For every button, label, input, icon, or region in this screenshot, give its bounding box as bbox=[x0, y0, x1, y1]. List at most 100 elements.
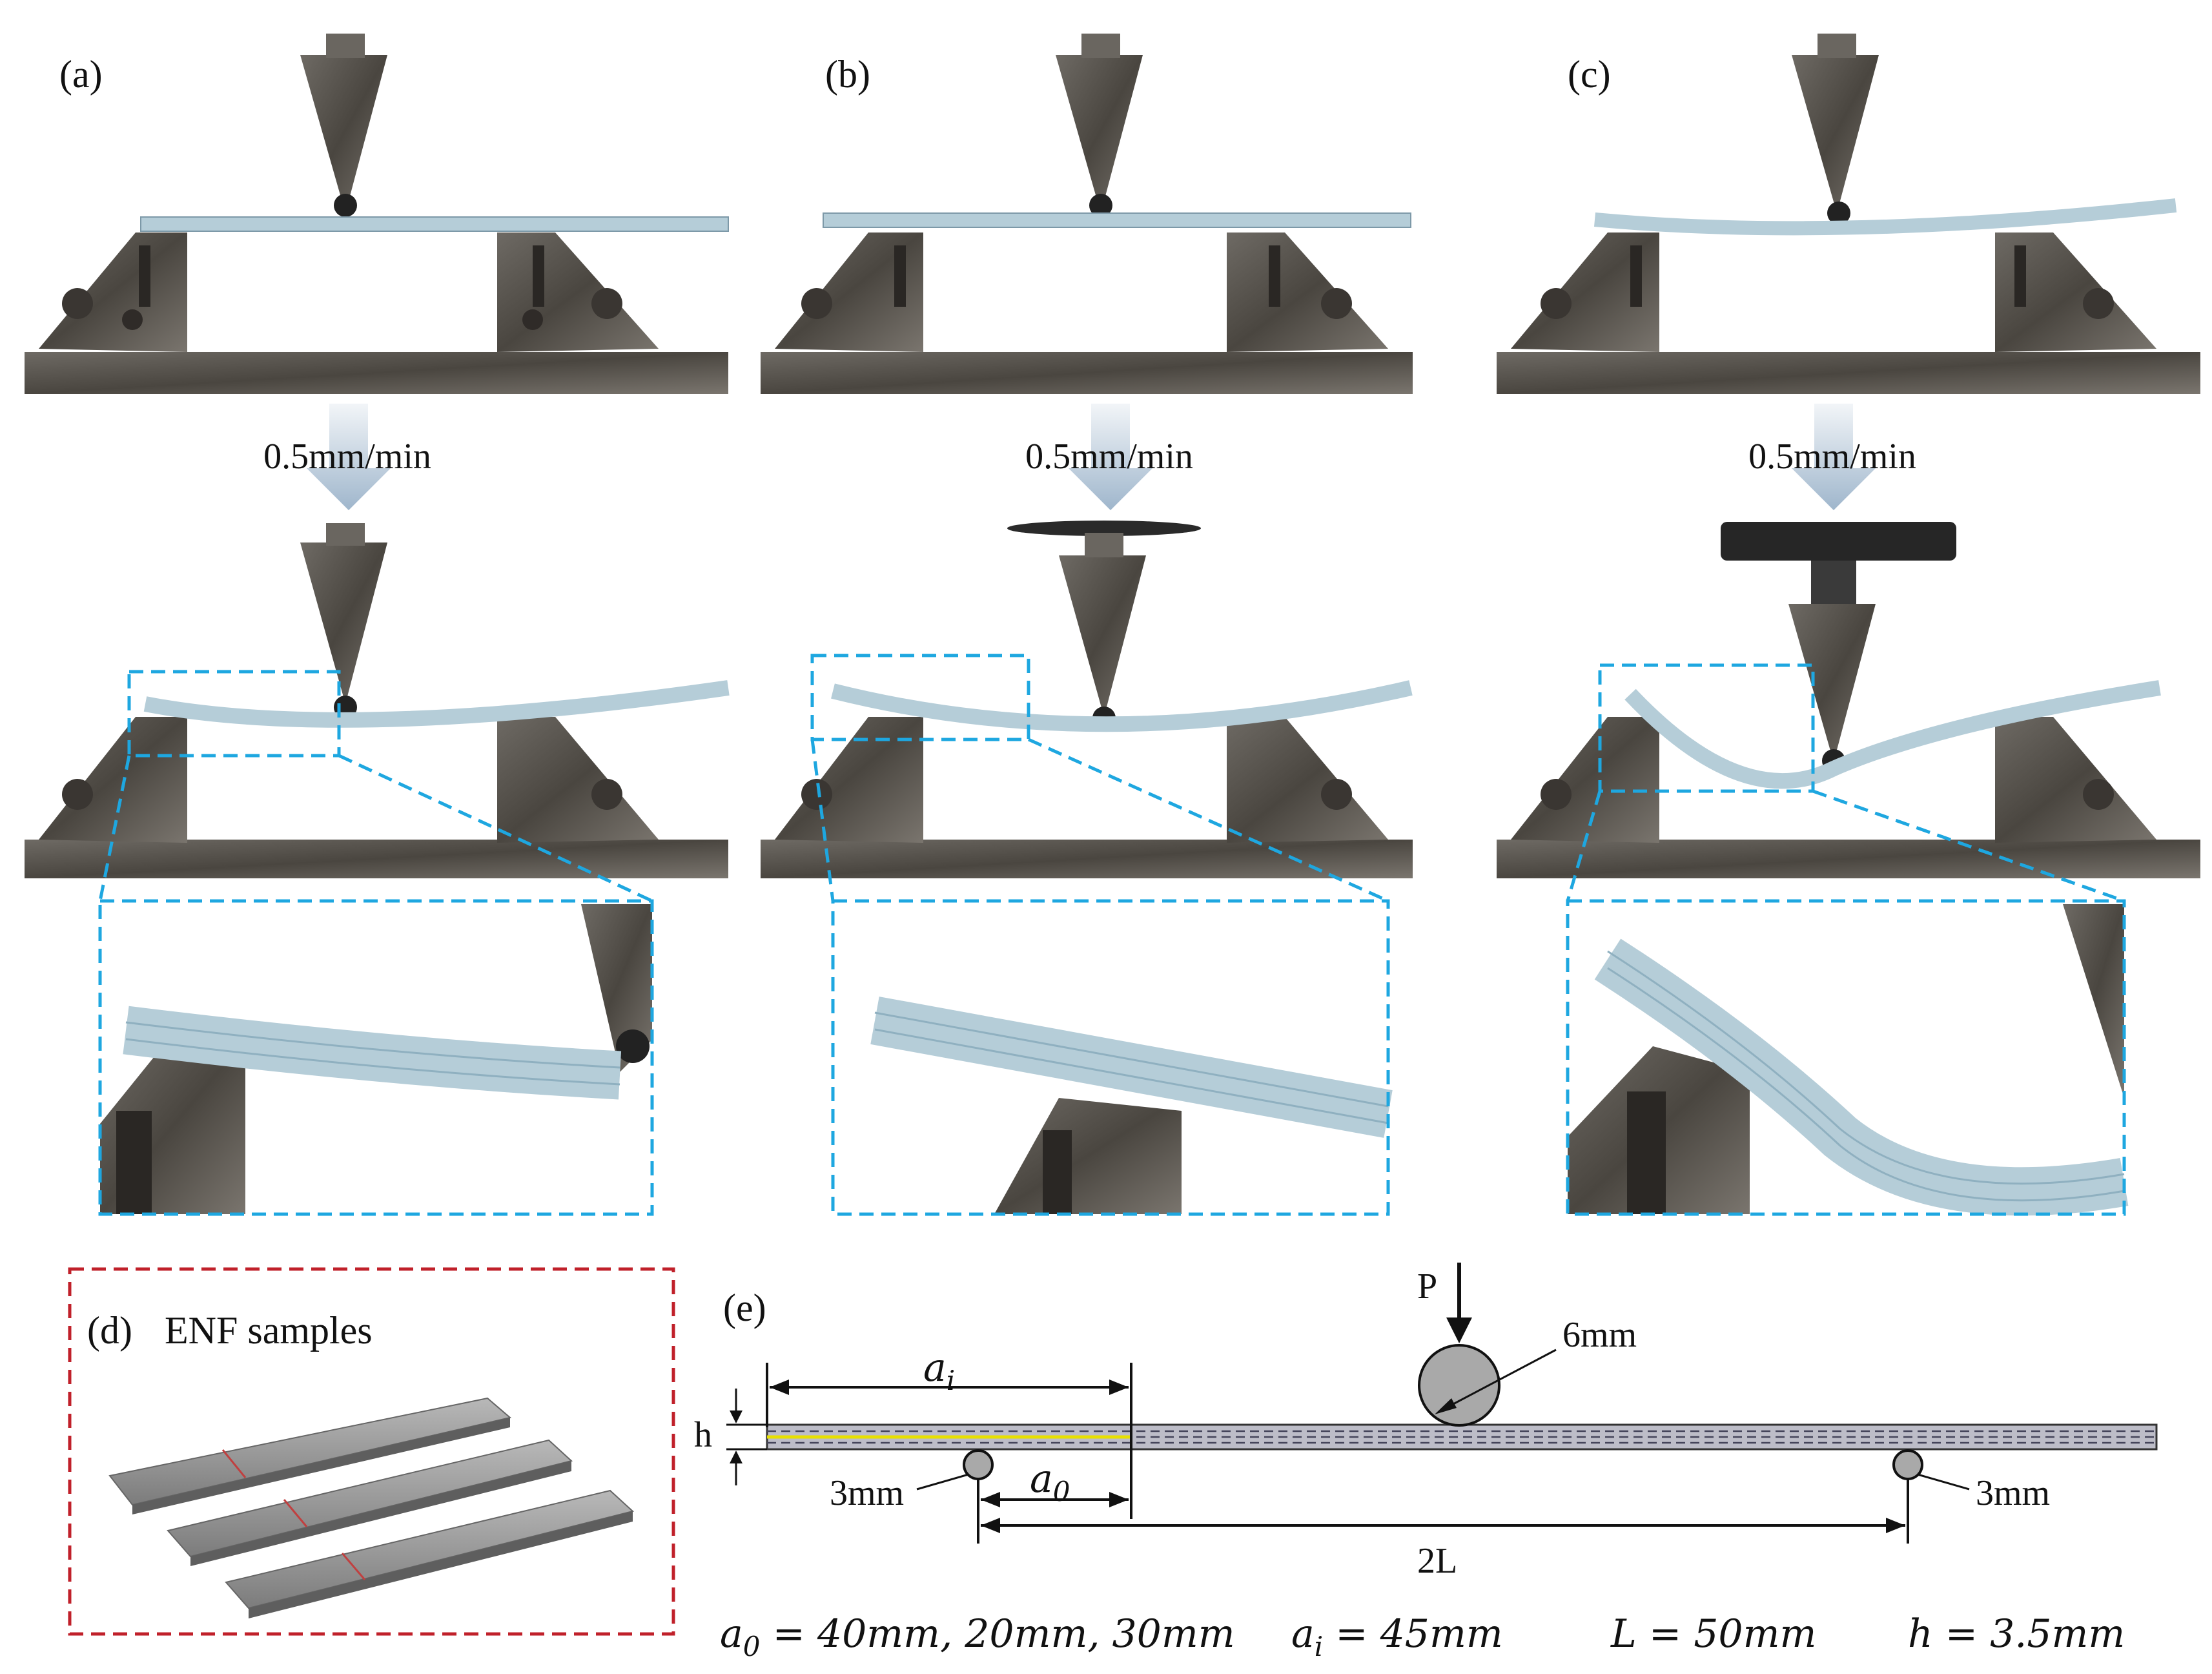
span-dimension: 2L bbox=[981, 1518, 1905, 1581]
loading-nose-nut bbox=[326, 34, 365, 58]
specimen bbox=[823, 212, 1411, 228]
leader-line bbox=[1439, 1348, 1557, 1412]
arrowhead-icon bbox=[730, 1410, 742, 1423]
crack-tip-mark bbox=[221, 1449, 247, 1478]
spring-icon bbox=[533, 245, 544, 307]
panel-c-label: (c) bbox=[1568, 53, 1611, 96]
panel-a-fixture-bent bbox=[25, 523, 730, 878]
crack-length-dimension: ai bbox=[770, 1345, 1129, 1396]
zoom-inset-box bbox=[831, 899, 1390, 1216]
right-support-block bbox=[497, 717, 659, 843]
specimen-layers bbox=[125, 1021, 620, 1069]
loading-nose-nut bbox=[1085, 533, 1123, 557]
spring-icon bbox=[1627, 1091, 1666, 1214]
enf-sample-plates bbox=[108, 1397, 635, 1618]
panel-b-rate-label: 0.5mm/min bbox=[1025, 437, 1193, 477]
initial-crack-label: a0 bbox=[1030, 1456, 1070, 1507]
load-cell-plate bbox=[1007, 521, 1201, 536]
zoom-inset-box bbox=[98, 899, 654, 1216]
specimen bbox=[1594, 938, 2129, 1216]
bolt-icon bbox=[1321, 288, 1352, 319]
panel-d: (d) ENF samples bbox=[68, 1267, 675, 1636]
right-support-block bbox=[1227, 717, 1388, 843]
specimen-layers bbox=[874, 1028, 1389, 1124]
zoom-connector bbox=[810, 739, 835, 902]
spring-icon bbox=[139, 245, 150, 307]
span-label: 2L bbox=[1417, 1541, 1457, 1581]
specimen bbox=[123, 1006, 622, 1100]
specimen bbox=[831, 680, 1413, 732]
arrowhead-icon bbox=[1109, 1492, 1129, 1507]
bolt-icon bbox=[1541, 779, 1572, 810]
panel-e: (e) ai h bbox=[694, 1263, 2158, 1662]
rate-arrow-icon bbox=[1792, 404, 1876, 510]
panel-b-fixture-top bbox=[761, 34, 1413, 394]
loading-nose bbox=[1059, 555, 1146, 717]
parameter-list: a0 = 40mm, 20mm, 30mm ai = 45mm L = 50mm… bbox=[720, 1611, 2125, 1662]
param-ai: ai = 45mm bbox=[1291, 1611, 1503, 1662]
right-support-block bbox=[1995, 232, 2156, 352]
bolt-icon bbox=[1321, 779, 1352, 810]
bolt-icon bbox=[62, 779, 93, 810]
left-support-block bbox=[775, 717, 923, 843]
loading-nose bbox=[1792, 55, 1879, 213]
specimen bbox=[870, 997, 1393, 1138]
enf-beam-schematic bbox=[766, 1363, 2158, 1519]
left-support: 3mm bbox=[830, 1449, 994, 1544]
specimen bbox=[140, 216, 729, 232]
support-block bbox=[994, 1098, 1182, 1214]
bolt-icon bbox=[2083, 779, 2114, 810]
spring-icon bbox=[1269, 245, 1280, 307]
base-rail bbox=[1497, 840, 2200, 878]
right-support-block bbox=[1227, 232, 1388, 352]
arrowhead-icon bbox=[1109, 1380, 1129, 1395]
specimen-layers bbox=[1607, 967, 2125, 1202]
arrowhead-icon bbox=[730, 1451, 742, 1463]
panel-b: (b) 0.5mm/min bbox=[761, 34, 1413, 1216]
arrowhead-icon bbox=[981, 1492, 1000, 1507]
panel-c-fixture-top bbox=[1497, 34, 2200, 394]
param-a0: a0 = 40mm, 20mm, 30mm bbox=[720, 1611, 1235, 1662]
specimen-layers bbox=[125, 1038, 620, 1086]
left-support-block bbox=[39, 232, 187, 352]
panel-a: (a) 0.5mm/min bbox=[25, 34, 730, 1216]
loading-nose-nut bbox=[1081, 34, 1120, 58]
load-label: P bbox=[1417, 1266, 1437, 1307]
sample-plate-edge bbox=[132, 1418, 510, 1514]
panel-a-fixture-top bbox=[25, 34, 729, 394]
loading-nose bbox=[1788, 604, 1876, 762]
bolt-icon bbox=[591, 288, 622, 319]
right-support: 3mm bbox=[1892, 1449, 2050, 1544]
panel-b-rate-arrow: 0.5mm/min bbox=[1025, 404, 1193, 510]
loading-roller bbox=[334, 194, 357, 217]
spring-icon bbox=[116, 1111, 152, 1214]
bolt-icon bbox=[522, 309, 543, 330]
specimen bbox=[143, 680, 730, 728]
crack-length-label: ai bbox=[923, 1345, 955, 1396]
panel-c-rate-arrow: 0.5mm/min bbox=[1748, 404, 1916, 510]
panel-a-zoom-inset bbox=[98, 899, 654, 1216]
base-rail bbox=[1497, 352, 2200, 394]
panel-a-rate-label: 0.5mm/min bbox=[263, 437, 431, 477]
spring-icon bbox=[1043, 1130, 1072, 1214]
sample-plate-edge bbox=[190, 1461, 571, 1566]
crack-tip-mark bbox=[283, 1499, 308, 1527]
left-support-block bbox=[1511, 717, 1659, 843]
bolt-icon bbox=[2083, 288, 2114, 319]
zoom-region-box bbox=[810, 654, 1030, 741]
panel-c: (c) 0.5mm/min bbox=[1497, 34, 2200, 1216]
load-cell-stem bbox=[1811, 561, 1856, 606]
left-support-block bbox=[1511, 232, 1659, 352]
bolt-icon bbox=[1541, 288, 1572, 319]
panel-c-fixture-bent bbox=[1497, 522, 2200, 878]
right-support-block bbox=[1995, 717, 2156, 843]
zoom-region-box bbox=[127, 670, 341, 758]
specimen-layers bbox=[1607, 950, 2125, 1185]
loading-roller bbox=[1089, 194, 1112, 217]
loading-roller bbox=[616, 1029, 650, 1063]
initial-crack-dimension: a0 bbox=[981, 1456, 1129, 1507]
zoom-connector bbox=[1812, 789, 2125, 903]
bolt-icon bbox=[122, 309, 143, 330]
arrowhead-icon bbox=[1435, 1398, 1457, 1414]
loading-nose bbox=[300, 542, 387, 704]
